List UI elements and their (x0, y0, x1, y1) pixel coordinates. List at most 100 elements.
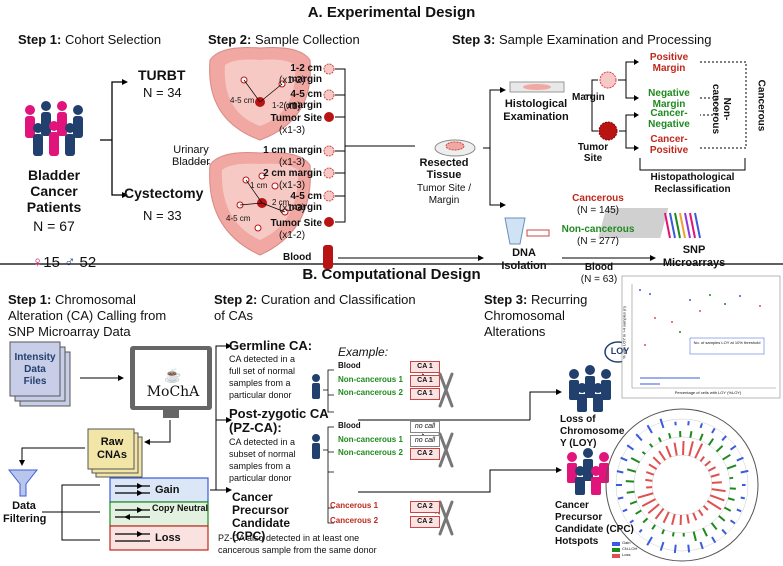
patients-icon (25, 101, 83, 156)
circos-legend (612, 542, 620, 558)
circos-bar (729, 476, 734, 480)
data-filtering-label: Data Filtering (3, 500, 47, 525)
turbt-label: TURBT (138, 67, 186, 83)
circos-bar (692, 531, 697, 542)
histological-label: Histological Examination (503, 98, 569, 123)
noncancerous-label: Non-cancerous (561, 224, 635, 235)
male-icon: ♂ (64, 254, 76, 271)
cystectomy-label: Cystectomy (124, 185, 204, 201)
loss-box (109, 525, 209, 551)
circos-bar (709, 494, 725, 502)
circos-bar (648, 463, 658, 470)
circos-bar (654, 508, 665, 520)
circos-bar (662, 511, 670, 524)
section-b-title: B. Computational Design (302, 266, 481, 283)
circos-bar (635, 433, 643, 442)
circos-bar (686, 514, 690, 524)
circos-bar (721, 435, 727, 442)
circos-bar (736, 508, 742, 513)
germline-desc: CA detected in a full set of normal samp… (229, 354, 296, 400)
blood-tube-icon (323, 245, 333, 269)
circos-bar (622, 508, 628, 513)
example-label: Example: (338, 345, 389, 359)
arrow-head (122, 192, 128, 198)
scatter-legend: No. of samples LOY at 10% threshold (693, 340, 761, 345)
example-ca-value: CA 2 (410, 448, 440, 460)
example-ca-value: no call (410, 421, 440, 433)
circos-bar (687, 544, 691, 553)
a-step1-heading: Step 1: Cohort Selection (18, 32, 162, 47)
example-ca-value: no call (410, 435, 440, 447)
cystectomy-n: N = 33 (143, 208, 182, 223)
gain-box (109, 477, 209, 503)
tumor-site-label: Tumor Site (577, 142, 609, 164)
margin-label: Margin (572, 92, 605, 103)
cancerous-vertical: Cancerous (755, 79, 767, 132)
circos-bar (629, 500, 638, 505)
circos-bar (649, 443, 654, 448)
margin-marker (599, 71, 617, 89)
circos-bar (740, 469, 749, 474)
circos-bar (706, 500, 722, 511)
circos-bar (661, 529, 665, 535)
circos-bar (702, 505, 709, 511)
blood-label: Blood (283, 252, 312, 263)
bladder-top (209, 47, 311, 141)
circos-bar (729, 519, 736, 525)
circos-bar (638, 528, 643, 533)
circos-bar (694, 443, 704, 459)
cpc-hotspots-label: Cancer Precursor Candidate (CPC) Hotspot… (555, 500, 634, 547)
circos-bar (708, 438, 715, 446)
circos-bar (637, 492, 654, 499)
snp-label: SNP Microarrays (662, 244, 726, 269)
copy-neutral-label: Copy Neutral (152, 503, 209, 513)
example-ca-value: CA 1 (410, 388, 440, 400)
bladder-label: 1-2 cm (272, 101, 297, 110)
sample-count: (x1-2) (278, 230, 306, 241)
circos-bar (647, 503, 660, 515)
cancer-positive: Cancer-Positive (649, 134, 689, 156)
circos-bar (711, 481, 722, 484)
sample-label: 1 cm margin (263, 145, 322, 156)
sample-count: (x1-3) (278, 203, 306, 214)
example-sample: Non-cancerous 2 (338, 448, 403, 457)
circos-bar (671, 532, 675, 537)
circos-bar (642, 517, 649, 524)
pz-heading: Post-zygotic CA (PZ-CA): (229, 406, 329, 435)
circos-bar (699, 456, 705, 462)
cohort-bracket (100, 81, 122, 196)
sample-label: 4-5 cm margin (288, 89, 322, 111)
gain-label: Gain (155, 484, 180, 496)
circos-bar (673, 544, 677, 554)
circos-bar (688, 441, 694, 457)
positive-margin: Positive Margin (649, 52, 689, 74)
intensity-files-label: Intensity Data Files (14, 352, 56, 387)
circos-bar (657, 437, 662, 443)
circos-plot (605, 408, 759, 562)
circos-bar (718, 515, 726, 522)
example-sample: Cancerous 2 (330, 516, 379, 525)
circos-bar (711, 536, 717, 544)
patients-n: N = 67 (33, 218, 75, 234)
example-ca-value: CA 2 (410, 501, 440, 513)
sample-label: 4-5 cm margin (288, 191, 322, 213)
bladder-label: 1 cm (250, 181, 268, 190)
circos-bar (729, 445, 737, 451)
circos-bar (630, 457, 641, 464)
circos-bar (641, 498, 656, 508)
resected-sub: Tumor Site / Margin (416, 183, 472, 206)
circos-bar (673, 442, 678, 456)
circos-bar (620, 456, 628, 462)
bladder-bottom (209, 152, 311, 256)
sample-count: (x1-3) (278, 125, 306, 136)
example-sample: Blood (338, 421, 361, 430)
histopath-label: Histopathological Reclassification (650, 172, 735, 195)
sex-counts: ♀15 ♂ 52 (32, 254, 97, 271)
turbt-n: N = 34 (143, 85, 182, 100)
example-sample: Non-cancerous 2 (338, 388, 403, 397)
loy-label: Loss of Chromosome Y (LOY) (560, 414, 625, 449)
loy-group-icon (569, 365, 611, 412)
